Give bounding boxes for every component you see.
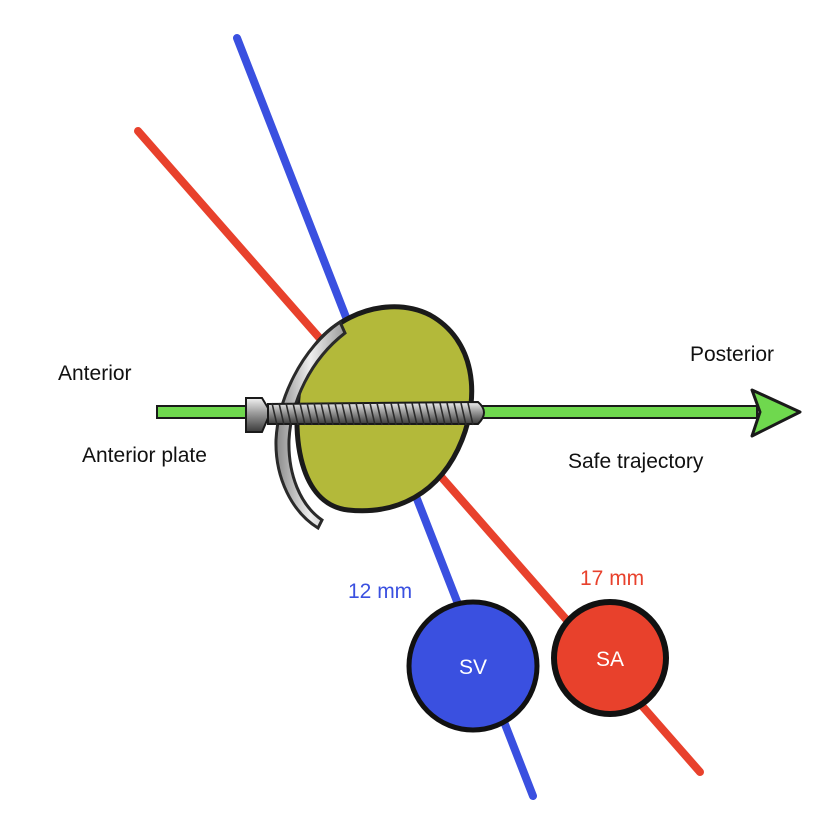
safe-trajectory-label: Safe trajectory	[568, 450, 704, 473]
anterior-label: Anterior	[58, 362, 132, 385]
screw-thread	[292, 402, 299, 426]
sv-circle	[406, 599, 540, 733]
anterior-plate-label: Anterior plate	[82, 444, 207, 467]
screw-thread	[306, 402, 313, 426]
screw-thread	[390, 402, 397, 426]
screw-thread	[418, 402, 425, 426]
screw-thread	[376, 402, 383, 426]
sv-label: SV	[459, 656, 487, 679]
screw-thread	[453, 402, 460, 426]
screw	[245, 397, 485, 433]
screw-thread	[341, 402, 348, 426]
screw-thread	[404, 402, 411, 426]
screw-thread	[320, 402, 327, 426]
anterior-plate	[274, 319, 347, 531]
screw-thread	[432, 402, 439, 426]
screw-thread	[446, 402, 453, 426]
screw-thread	[285, 402, 292, 426]
screw-thread	[327, 402, 334, 426]
screw-thread	[369, 402, 376, 426]
screw-thread	[355, 402, 362, 426]
screw-thread	[467, 402, 474, 426]
red-distance-label: 17 mm	[580, 567, 644, 590]
posterior-label: Posterior	[690, 343, 774, 366]
screw-thread	[439, 402, 446, 426]
safe-trajectory-arrowhead	[750, 388, 802, 438]
screw-thread	[425, 402, 432, 426]
screw-thread	[299, 402, 306, 426]
screw-thread	[411, 402, 418, 426]
screw-thread	[313, 402, 320, 426]
screw-thread	[334, 402, 341, 426]
sa-label: SA	[596, 648, 624, 671]
blue-distance-label: 12 mm	[348, 580, 412, 603]
screw-thread	[397, 402, 404, 426]
screw-thread	[348, 402, 355, 426]
screw-thread	[278, 402, 285, 426]
screw-thread	[362, 402, 369, 426]
screw-thread	[460, 402, 467, 426]
screw-thread	[383, 402, 390, 426]
sa-circle	[551, 599, 669, 717]
screw-thread	[271, 402, 278, 426]
